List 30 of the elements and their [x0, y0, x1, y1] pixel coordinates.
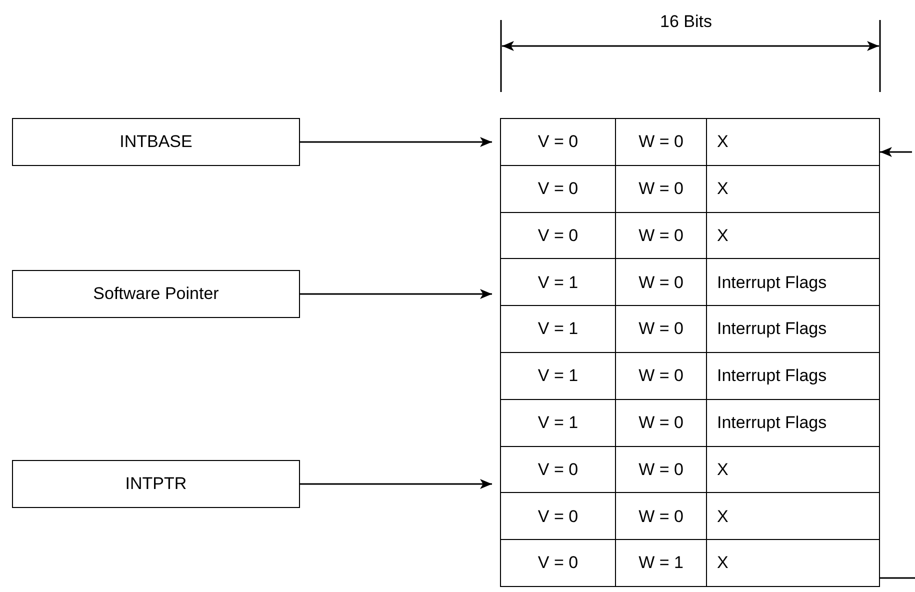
arrow: [300, 289, 492, 299]
register-box: Software Pointer: [12, 270, 300, 318]
memory-row: [500, 492, 880, 541]
cell-text: V = 0: [536, 131, 580, 154]
memory-row: [500, 258, 880, 307]
cell-text: V = 0: [536, 458, 580, 481]
cell-text: V = 0: [536, 506, 580, 528]
memory-row: [500, 539, 880, 588]
dimension-label: 16 Bits: [660, 12, 712, 32]
cell-text: V = 1: [536, 412, 580, 434]
arrow: [300, 137, 492, 147]
register-box: INTBASE: [12, 118, 300, 166]
cell-text: V = 0: [536, 552, 580, 574]
memory-row: [500, 398, 880, 448]
cell-text: V = 0: [536, 224, 580, 247]
cell-text: V = 1: [536, 365, 580, 388]
cell-text: V = 1: [536, 318, 580, 340]
cell-text: V = 1: [536, 272, 580, 294]
memory-row: [500, 164, 880, 214]
cell-text: V = 0: [536, 178, 580, 200]
memory-row: [500, 212, 880, 260]
memory-row: [500, 446, 880, 494]
cell-text: X: [706, 540, 881, 586]
arrow: [880, 147, 912, 157]
arrow: [300, 479, 492, 489]
memory-row: [500, 352, 880, 400]
memory-row: [500, 305, 880, 354]
cell-text: W = 1: [615, 540, 706, 586]
register-box: INTPTR: [12, 460, 300, 508]
memory-row: [500, 118, 880, 166]
